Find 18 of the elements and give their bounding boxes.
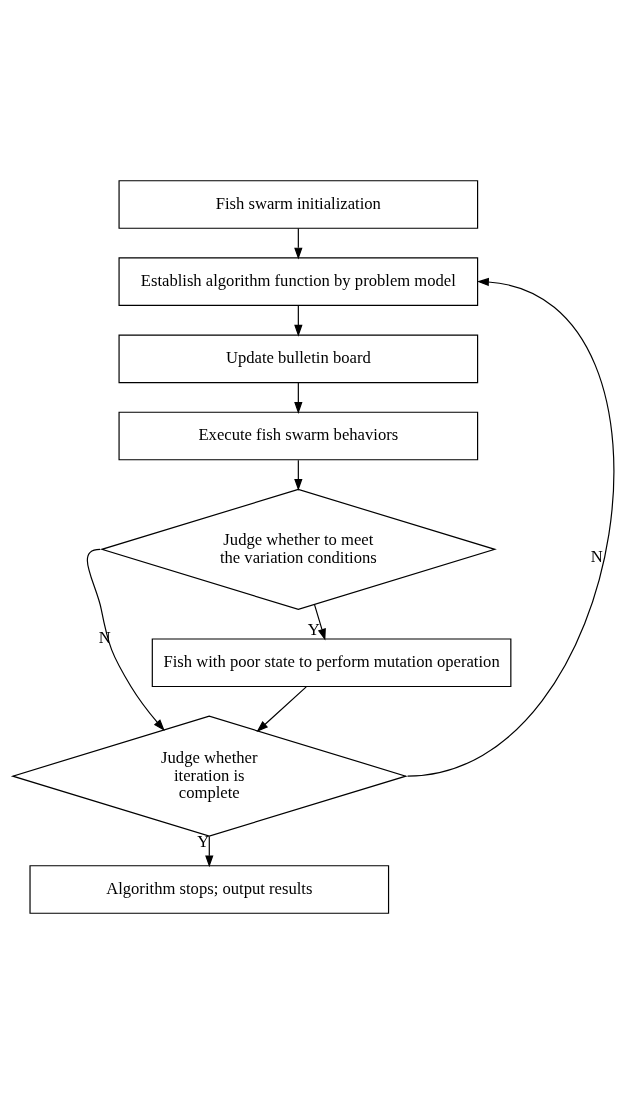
arrow — [294, 459, 303, 491]
arrow — [205, 835, 214, 867]
node-box: Algorithm stops; output results — [29, 864, 390, 914]
arrow — [406, 277, 615, 777]
node-box: Update bulletin board — [118, 334, 479, 383]
arrow — [294, 304, 303, 337]
arrow — [313, 603, 326, 641]
node-diamond: Judge whether to meet the variation conditions — [99, 488, 497, 610]
arrow — [256, 685, 307, 732]
arrow — [294, 381, 303, 414]
node-box: Fish swarm initialization — [118, 179, 479, 229]
node-box: Establish algorithm function by problem model — [118, 256, 479, 306]
node-box: Fish with poor state to perform mutation operation — [151, 637, 512, 687]
node-box: Execute fish swarm behaviors — [118, 411, 479, 460]
edge-label: Y — [307, 619, 320, 639]
edge-label: N — [590, 546, 603, 566]
arrow — [294, 227, 303, 260]
arrow — [86, 548, 165, 731]
